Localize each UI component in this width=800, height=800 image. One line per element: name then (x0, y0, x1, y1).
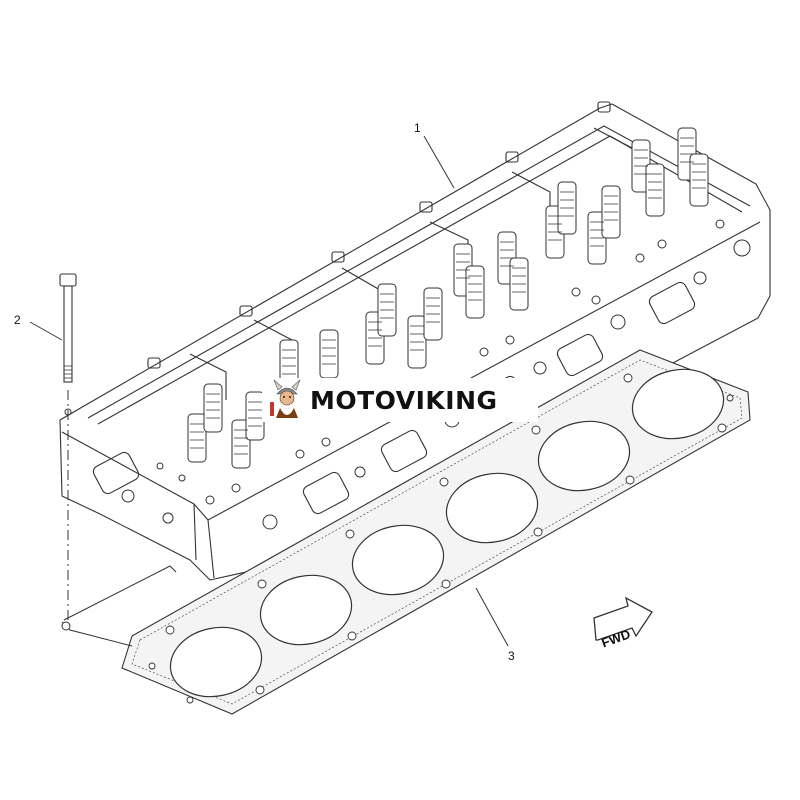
valve-spring-group-1 (187, 383, 265, 469)
gasket-bolt-holes (148, 373, 734, 704)
rail-bosses (147, 101, 611, 369)
callout-3: 3 (508, 649, 515, 663)
viking-mascot-icon (270, 379, 301, 418)
valve-spring-group-2 (279, 329, 339, 389)
gasket-dowel (61, 621, 71, 631)
gasket-bores (169, 368, 725, 698)
callout-1: 1 (414, 121, 421, 135)
valve-springs (187, 127, 709, 469)
forward-direction-arrow: FWD (593, 596, 653, 650)
callout-2: 2 (14, 313, 21, 327)
head-gasket (121, 349, 751, 715)
watermark-text: MOTOVIKING (310, 385, 498, 415)
leader-lines (29, 135, 509, 647)
motoviking-watermark: MOTOVIKING (262, 378, 538, 422)
head-bolt (59, 273, 77, 383)
bolt-hole-marker (64, 408, 72, 416)
